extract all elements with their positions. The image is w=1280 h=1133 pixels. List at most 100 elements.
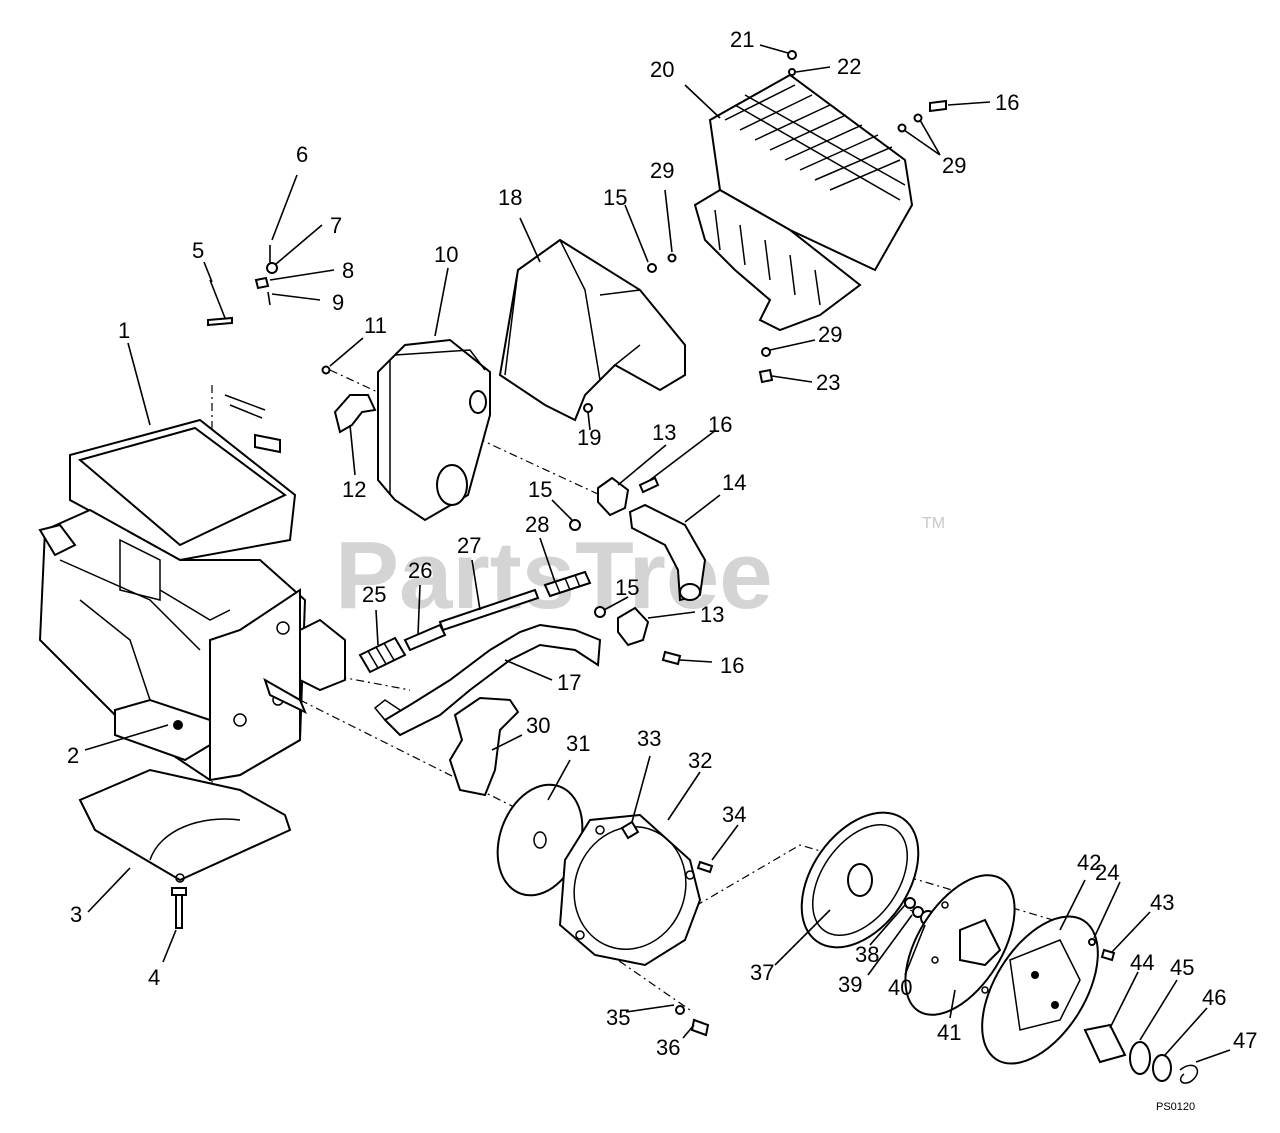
callout-24: 24 bbox=[1095, 860, 1119, 885]
callout-27: 27 bbox=[457, 533, 481, 558]
callout-40: 40 bbox=[888, 975, 912, 1000]
callout-8: 8 bbox=[342, 258, 354, 283]
clip-part-33[interactable] bbox=[620, 820, 640, 840]
callout-42: 42 bbox=[1077, 850, 1101, 875]
base-plate-part-3[interactable] bbox=[78, 768, 292, 883]
spring-part-25[interactable] bbox=[358, 636, 407, 674]
clip-part-47[interactable] bbox=[1179, 1064, 1199, 1084]
bracket-part-12[interactable] bbox=[333, 394, 377, 434]
watermark-trademark: TM bbox=[922, 515, 945, 532]
callout-41: 41 bbox=[937, 1020, 961, 1045]
callout-7: 7 bbox=[330, 213, 342, 238]
callout-45: 45 bbox=[1170, 955, 1194, 980]
housing-part-32[interactable] bbox=[557, 811, 703, 967]
callout-47: 47 bbox=[1233, 1028, 1257, 1053]
callout-19: 19 bbox=[577, 425, 601, 450]
shroud-part-20[interactable] bbox=[693, 73, 914, 332]
callout-26: 26 bbox=[408, 558, 432, 583]
callout-25: 25 bbox=[362, 582, 386, 607]
callout-15-lower: 15 bbox=[615, 575, 639, 600]
diagram-code: PS0120 bbox=[1156, 1101, 1195, 1113]
callout-36: 36 bbox=[656, 1035, 680, 1060]
callout-13-lower: 13 bbox=[700, 602, 724, 627]
callout-38: 38 bbox=[855, 942, 879, 967]
screw-part-11[interactable] bbox=[321, 365, 331, 375]
screw-part-16-upper[interactable] bbox=[638, 476, 660, 494]
hardware-parts-23-29[interactable] bbox=[758, 347, 774, 384]
callout-22: 22 bbox=[837, 54, 861, 79]
exhaust-pipe-part-17[interactable] bbox=[373, 623, 602, 737]
callout-44: 44 bbox=[1130, 950, 1154, 975]
rod-part-26[interactable] bbox=[403, 623, 447, 652]
callout-32: 32 bbox=[688, 748, 712, 773]
screw-part-16-lower[interactable] bbox=[661, 650, 682, 666]
washer-part-35[interactable] bbox=[675, 1005, 685, 1015]
callout-13-upper: 13 bbox=[652, 420, 676, 445]
callout-43: 43 bbox=[1150, 890, 1174, 915]
callout-15-mid: 15 bbox=[528, 477, 552, 502]
callout-16-top: 16 bbox=[995, 90, 1019, 115]
hardware-parts-15-29-mid[interactable] bbox=[647, 253, 677, 273]
callout-29-lower: 29 bbox=[818, 322, 842, 347]
nut-part-15-lower[interactable] bbox=[594, 606, 606, 618]
callout-35: 35 bbox=[606, 1005, 630, 1030]
callout-21: 21 bbox=[730, 27, 754, 52]
callout-10: 10 bbox=[434, 242, 458, 267]
callout-46: 46 bbox=[1202, 985, 1226, 1010]
rod-part-5[interactable] bbox=[207, 279, 233, 327]
plate-part-41[interactable] bbox=[883, 857, 1037, 1034]
callout-28: 28 bbox=[525, 512, 549, 537]
callout-3: 3 bbox=[70, 902, 82, 927]
callout-37: 37 bbox=[750, 960, 774, 985]
shield-part-30[interactable] bbox=[448, 696, 520, 797]
pin-part-34[interactable] bbox=[696, 860, 714, 874]
callout-15-top: 15 bbox=[603, 185, 627, 210]
callout-6: 6 bbox=[296, 142, 308, 167]
callout-14: 14 bbox=[722, 470, 746, 495]
callout-2: 2 bbox=[67, 743, 79, 768]
hardware-parts-16-29-top[interactable] bbox=[897, 99, 947, 133]
callout-23: 23 bbox=[816, 370, 840, 395]
engine-part-1[interactable] bbox=[38, 394, 346, 782]
callout-12: 12 bbox=[342, 477, 366, 502]
callout-11: 11 bbox=[364, 313, 387, 338]
muffler-part-10[interactable] bbox=[377, 338, 491, 522]
callout-1: 1 bbox=[118, 318, 130, 343]
callout-17: 17 bbox=[557, 670, 581, 695]
clutch-part-42[interactable] bbox=[958, 897, 1121, 1084]
callout-29-right: 29 bbox=[942, 153, 966, 178]
heat-shield-part-18[interactable] bbox=[498, 238, 686, 422]
nut-part-46[interactable] bbox=[1152, 1054, 1172, 1082]
callout-33: 33 bbox=[637, 726, 661, 751]
spring-part-28[interactable] bbox=[543, 570, 592, 598]
tube-part-14[interactable] bbox=[628, 503, 707, 602]
callout-labels: 1 2 3 4 5 6 7 8 9 10 11 12 13 13 14 15 1… bbox=[67, 27, 1257, 1060]
hardware-parts-21-22[interactable] bbox=[787, 50, 797, 76]
screw-part-19[interactable] bbox=[583, 403, 593, 413]
callout-18: 18 bbox=[498, 185, 522, 210]
callout-16-mid: 16 bbox=[708, 412, 732, 437]
bushing-part-44[interactable] bbox=[1083, 1023, 1127, 1064]
callout-5: 5 bbox=[192, 238, 204, 263]
callout-29-top: 29 bbox=[650, 158, 674, 183]
bolt-part-36[interactable] bbox=[690, 1018, 710, 1037]
hardware-parts-24-43[interactable] bbox=[1088, 938, 1116, 962]
callout-4: 4 bbox=[148, 965, 160, 990]
pulley-part-37[interactable] bbox=[778, 791, 943, 969]
bearing-part-45[interactable] bbox=[1129, 1041, 1151, 1075]
bolt-part-4[interactable] bbox=[171, 887, 187, 929]
leader-lines bbox=[84, 44, 1231, 1063]
callout-20: 20 bbox=[650, 57, 674, 82]
screw-part-2[interactable] bbox=[175, 722, 181, 728]
rod-part-27[interactable] bbox=[438, 588, 540, 632]
hardware-parts-6-9[interactable] bbox=[254, 245, 278, 306]
callout-31: 31 bbox=[566, 731, 590, 756]
clamp-part-13-lower[interactable] bbox=[617, 606, 650, 647]
clamp-part-13-upper[interactable] bbox=[597, 476, 630, 517]
callout-39: 39 bbox=[838, 972, 862, 997]
callout-9: 9 bbox=[332, 290, 344, 315]
nut-part-15-upper[interactable] bbox=[569, 519, 581, 531]
callout-34: 34 bbox=[722, 802, 746, 827]
